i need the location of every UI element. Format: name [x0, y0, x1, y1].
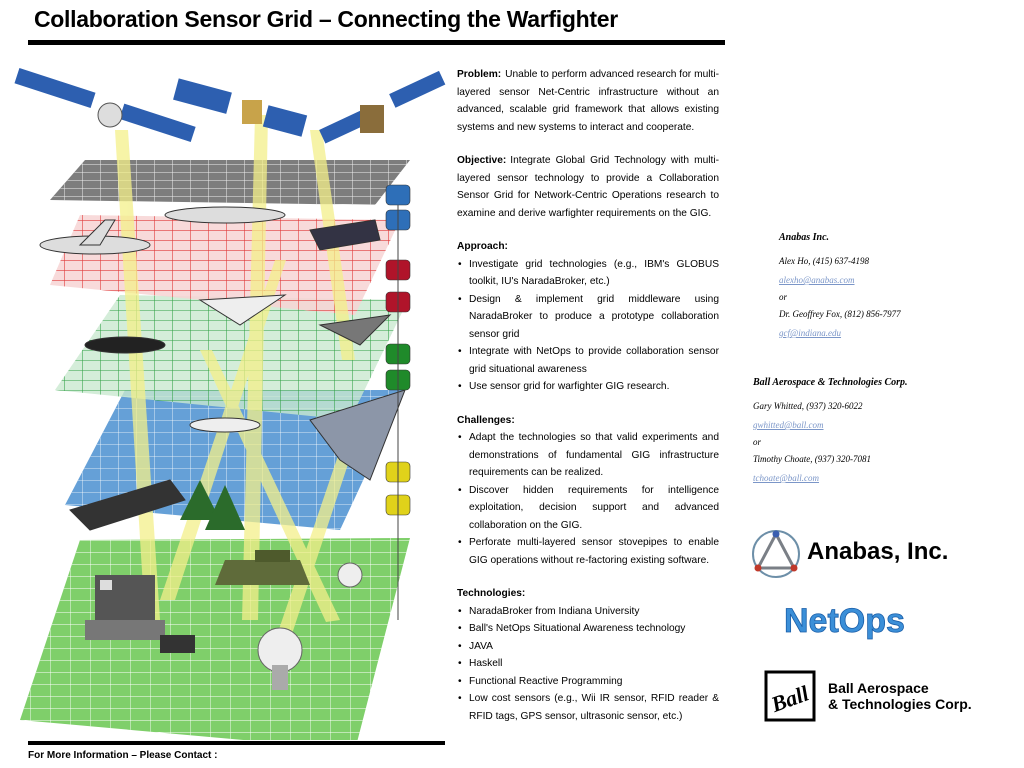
- technology-item: Low cost sensors (e.g., Wii IR sensor, R…: [457, 690, 719, 725]
- approach-item: Investigate grid technologies (e.g., IBM…: [457, 256, 719, 291]
- problem-paragraph: Problem:Unable to perform advanced resea…: [457, 66, 719, 136]
- challenges-label: Challenges:: [457, 414, 515, 426]
- objective-section: Objective:Integrate Global Grid Technolo…: [457, 152, 719, 222]
- bottom-divider: [28, 741, 445, 745]
- technologies-label: Technologies:: [457, 588, 526, 599]
- satellite-right: [319, 70, 446, 144]
- ball-logo-text: Ball Aerospace & Technologies Corp.: [828, 680, 972, 712]
- ball-email-2-link[interactable]: tchoate@ball.com: [753, 473, 820, 483]
- anabas-email-2-link[interactable]: gcf@indiana.edu: [779, 328, 842, 338]
- anabas-email-1-link[interactable]: alexho@anabas.com: [779, 275, 855, 285]
- technologies-section: Technologies: NaradaBroker from Indiana …: [457, 585, 719, 725]
- title-divider: [28, 40, 725, 45]
- challenge-item: Perforate multi-layered sensor stovepipe…: [457, 534, 719, 569]
- contact-line: For More Information – Please Contact :: [28, 750, 218, 761]
- satellite-left: [14, 68, 196, 143]
- problem-label: Problem:: [457, 69, 502, 80]
- anabas-person-1: Alex Ho, (415) 637-4198: [779, 256, 869, 266]
- problem-text: Unable to perform advanced research for …: [457, 69, 719, 133]
- anabas-org: Anabas Inc.: [779, 232, 830, 243]
- challenge-item: Adapt the technologies so that valid exp…: [457, 429, 719, 482]
- technology-item: NaradaBroker from Indiana University: [457, 603, 719, 621]
- ball-person-2: Timothy Choate, (937) 320-7081: [753, 454, 871, 464]
- gray-layer: [50, 160, 410, 205]
- objective-label: Objective:: [457, 155, 507, 166]
- approach-section: Approach: Investigate grid technologies …: [457, 238, 719, 396]
- technology-item: Ball's NetOps Situational Awareness tech…: [457, 620, 719, 638]
- approach-item: Integrate with NetOps to provide collabo…: [457, 343, 719, 378]
- approach-label: Approach:: [457, 241, 508, 252]
- technology-item: JAVA: [457, 638, 719, 656]
- ball-email-1-link[interactable]: gwhitted@ball.com: [753, 420, 824, 430]
- technology-item: Haskell: [457, 655, 719, 673]
- ball-or: or: [753, 437, 762, 447]
- ball-logo-line-1: Ball Aerospace: [828, 680, 929, 696]
- ball-mark-text: Ball: [767, 680, 813, 717]
- anabas-triangle-icon: [752, 530, 800, 578]
- satellite-center: [173, 78, 308, 137]
- sensor-grid-illustration: [14, 68, 446, 740]
- aircraft: [39, 206, 406, 531]
- anabas-logo-text: Anabas, Inc.: [807, 538, 949, 565]
- ball-mark-icon: Ball: [764, 670, 816, 722]
- anabas-or: or: [779, 292, 788, 302]
- approach-item: Use sensor grid for warfighter GIG resea…: [457, 378, 719, 396]
- database-stack: [385, 184, 411, 620]
- challenges-section: Challenges: Adapt the technologies so th…: [457, 412, 719, 570]
- anabas-person-2: Dr. Geoffrey Fox, (812) 856-7977: [779, 309, 901, 319]
- page-title: Collaboration Sensor Grid – Connecting t…: [34, 6, 618, 32]
- ball-logo: Ball Ball Aerospace & Technologies Corp.: [762, 668, 1002, 728]
- text-column: Problem:Unable to perform advanced resea…: [457, 66, 719, 741]
- problem-section: Problem:Unable to perform advanced resea…: [457, 66, 719, 136]
- ball-person-1: Gary Whitted, (937) 320-6022: [753, 401, 863, 411]
- netops-logo: NetOps: [784, 602, 906, 641]
- ball-logo-line-2: & Technologies Corp.: [828, 696, 972, 712]
- ground-objects: [85, 480, 363, 690]
- netops-logo-text: NetOps: [784, 602, 905, 640]
- anabas-logo: Anabas, Inc.: [750, 528, 1010, 578]
- objective-paragraph: Objective:Integrate Global Grid Technolo…: [457, 152, 719, 222]
- challenge-item: Discover hidden requirements for intelli…: [457, 482, 719, 535]
- ball-org: Ball Aerospace & Technologies Corp.: [753, 377, 908, 388]
- technology-item: Functional Reactive Programming: [457, 673, 719, 691]
- objective-text: Integrate Global Grid Technology with mu…: [457, 155, 719, 219]
- approach-item: Design & implement grid middleware using…: [457, 291, 719, 344]
